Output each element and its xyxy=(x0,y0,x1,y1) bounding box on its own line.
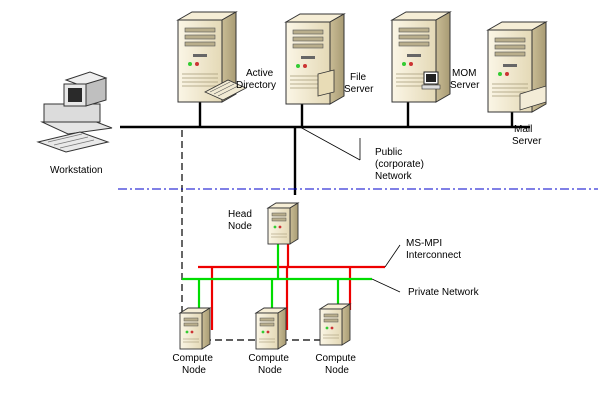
compute-node-3-icon xyxy=(319,303,351,346)
mail-server-label: Mail Server xyxy=(512,124,542,147)
keyboard-icon xyxy=(204,79,247,101)
head-node-server-icon xyxy=(267,202,299,245)
active-directory-label: Active Directory xyxy=(236,68,276,91)
file-server-label: File Server xyxy=(344,72,374,95)
envelope-icon xyxy=(519,85,547,111)
file-server-icon xyxy=(285,13,345,105)
compute-node-2-label: Compute Node xyxy=(248,353,291,376)
private-network-pointer xyxy=(371,278,401,293)
compute-node-1-icon xyxy=(179,307,211,350)
public-network-pointer xyxy=(299,126,361,161)
compute-node-1-label: Compute Node xyxy=(172,353,215,376)
head-node-label: Head Node xyxy=(228,209,255,232)
compute-node-3-label: Compute Node xyxy=(315,353,358,376)
workstation-label: Workstation xyxy=(50,165,103,176)
public-network-label: Public (corporate) Network xyxy=(375,147,427,182)
private-network-label: Private Network xyxy=(408,287,480,298)
mom-server-icon xyxy=(391,11,451,103)
msmpi-interconnect-lines xyxy=(198,240,385,330)
monitor-small-icon xyxy=(421,71,441,90)
workstation-icon xyxy=(36,71,113,153)
msmpi-interconnect-label: MS-MPI Interconnect xyxy=(406,238,461,261)
compute-node-2-icon xyxy=(255,307,287,350)
file-folder-icon xyxy=(317,69,335,97)
msmpi-pointer xyxy=(384,244,401,268)
mom-server-label: MOM Server xyxy=(450,68,480,91)
